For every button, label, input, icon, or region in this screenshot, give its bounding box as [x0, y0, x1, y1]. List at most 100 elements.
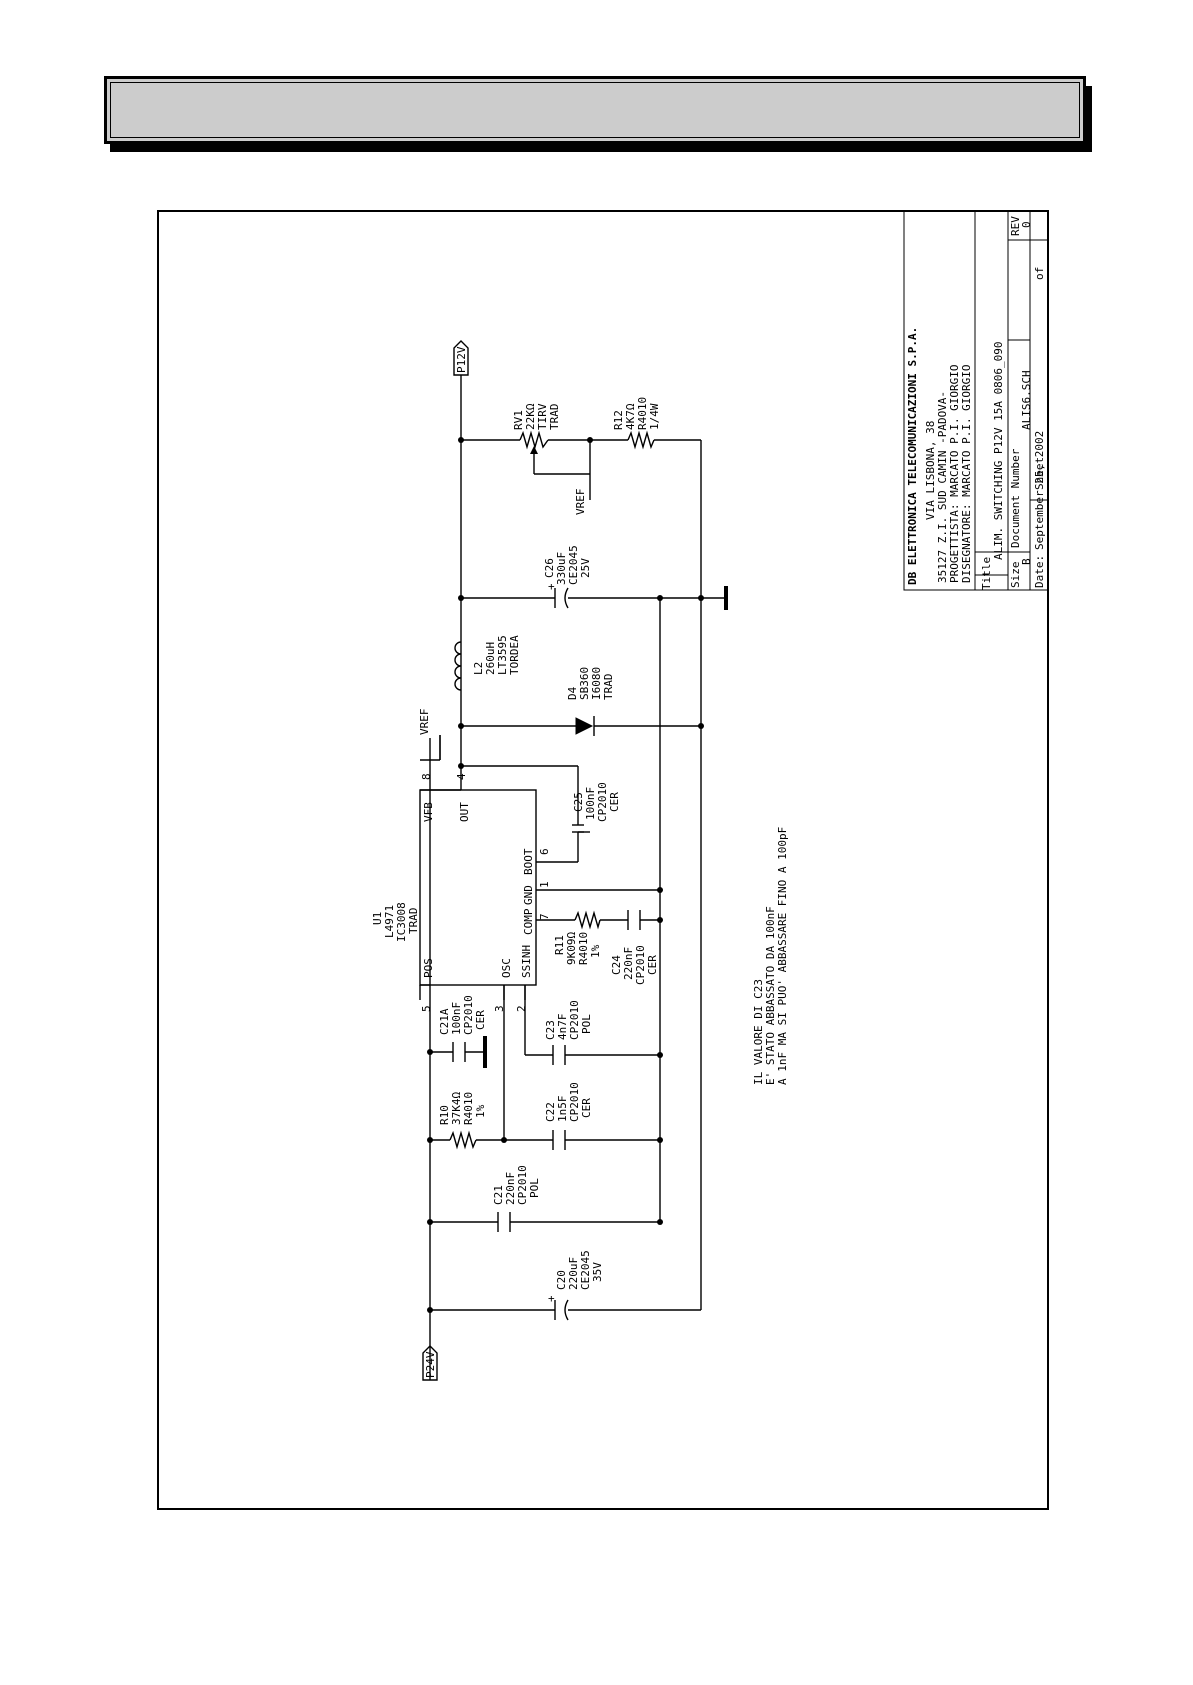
components-r10-2-label: R4010	[462, 1092, 475, 1125]
components-l2-1-label: 260uH	[484, 642, 497, 675]
ic-u1: U1 L4971 IC3008 TRAD POS OSC SSINH VFB O…	[371, 773, 551, 1012]
nets-vref_top-label: VREF	[418, 709, 431, 736]
u1-pin-comp: COMP	[522, 908, 535, 935]
components-c22-0-label: C22	[544, 1102, 557, 1122]
components-d4-3-label: TRAD	[602, 674, 615, 701]
u1-code-label: IC3008	[395, 902, 408, 942]
components-c25-0-label: C25	[572, 792, 585, 812]
resistor-r10: R10 37K4Ω R4010 1%	[438, 1092, 487, 1150]
potentiometer-rv1: RV1 22KΩ TIRV TRAD	[512, 403, 561, 454]
date-label: Date:	[1033, 555, 1046, 588]
port-p12v-label: P12V	[455, 346, 468, 373]
components-c23-2-label: CP2010	[568, 1000, 581, 1040]
note-line-2: E' STATO ABBASSATO DA 100nF	[764, 906, 777, 1085]
components-rv1-2-label: TIRV	[536, 403, 549, 430]
u1-pin-gnd: GND	[522, 885, 535, 905]
u1-n7-label: 7	[538, 913, 551, 920]
components-rv1-0-label: RV1	[512, 410, 525, 430]
components-r11-0-label: R11	[553, 935, 566, 955]
components-l2-2-label: LT3595	[496, 635, 509, 675]
components-r12-0-label: R12	[612, 410, 625, 430]
components-r11-3-label: 1%	[589, 944, 602, 958]
note-line-3: A 1nF MA SI PUO' ABBASSARE FINO A 100pF	[776, 827, 789, 1085]
components-c22-3-label: CER	[580, 1098, 593, 1118]
capacitor-c21a: C21A 100nF CP2010 CER	[438, 995, 487, 1068]
company-address-city: 35127 Z.I. SUD CAMIN -PADOVA-	[936, 391, 949, 583]
components-d4-2-label: I6080	[590, 667, 603, 700]
document-number-label: Document Number	[1009, 448, 1022, 548]
components-c24-2-label: CP2010	[634, 945, 647, 985]
header-bar	[104, 76, 1086, 144]
schematic-sheet-border	[157, 210, 1049, 1510]
port-p12v: P12V	[453, 340, 469, 376]
u1-pin_ssinh-label: SSINH	[520, 945, 533, 978]
u1-pin-boot: BOOT	[522, 848, 535, 875]
sheet-label: Sheet	[1033, 457, 1046, 490]
components-r12-3-label: 1/4W	[648, 403, 661, 430]
capacitor-c23: C23 4n7F CP2010 POL	[544, 1000, 593, 1065]
design-note: IL VALORE DI C23 E' STATO ABBASSATO DA 1…	[752, 827, 789, 1085]
size-label: Size	[1009, 562, 1022, 589]
u1-pin_osc-label: OSC	[500, 958, 513, 978]
drafter-line: DISEGNATORE: MARCATO P.I. GIORGIO	[960, 364, 973, 583]
u1-note-label: TRAD	[407, 908, 420, 935]
u1-n3-label: 3	[493, 1005, 506, 1012]
components-c20-0-label: C20	[555, 1270, 568, 1290]
components-r11-2-label: R4010	[577, 932, 590, 965]
components-c23-1-label: 4n7F	[556, 1014, 569, 1041]
components-d4-0-label: D4	[566, 686, 579, 700]
components-c21-2-label: CP2010	[516, 1165, 529, 1205]
company-address-street: VIA LISBONA, 38	[924, 421, 937, 520]
label-label: +	[548, 580, 555, 593]
diode-d4: D4 SB360 I6080 TRAD	[566, 667, 615, 736]
company-name: DB ELETTRONICA TELECOMUNICAZIONI S.P.A.	[906, 327, 919, 585]
components-rv1-1-label: 22KΩ	[524, 403, 537, 430]
net-label-vref-top: VREF	[418, 709, 441, 760]
nets-vref_rv-label: VREF	[574, 489, 587, 516]
u1-n1-label: 1	[538, 881, 551, 888]
u1-n4-label: 4	[455, 773, 468, 780]
u1-n5-label: 5	[420, 1005, 433, 1012]
components-c21-0-label: C21	[492, 1185, 505, 1205]
inductor-l2: L2 260uH LT3595 TORDEA	[454, 635, 521, 691]
title-block: DB ELETTRONICA TELECOMUNICAZIONI S.P.A. …	[903, 210, 1047, 591]
resistor-r11: R11 9K09Ω R4010 1%	[553, 910, 602, 965]
label-label: +	[548, 1292, 555, 1305]
components-r12-2-label: R4010	[636, 397, 649, 430]
components-c20-1-label: 220uF	[567, 1257, 580, 1290]
junction-dots	[427, 437, 704, 1313]
components-r11-1-label: 9K09Ω	[565, 932, 578, 965]
components-c21-3-label: POL	[528, 1178, 541, 1198]
components-c21a-1-label: 100nF	[450, 1002, 463, 1035]
components-c23-0-label: C23	[544, 1020, 557, 1040]
components-c20-3-label: 35V	[591, 1262, 604, 1282]
components-c21a-2-label: CP2010	[462, 995, 475, 1035]
title-value: ALIM. SWITCHING P12V 15A 0806_090	[992, 341, 1005, 560]
components-d4-1-label: SB360	[578, 667, 591, 700]
u1-n6-label: 6	[538, 848, 551, 855]
components-r10-3-label: 1%	[474, 1104, 487, 1118]
components-c22-1-label: 1n5F	[556, 1096, 569, 1123]
components-r10-1-label: 37K4Ω	[450, 1092, 463, 1125]
u1-pin_vfb-label: VFB	[422, 802, 435, 822]
components-c26-1-label: 330uF	[555, 552, 568, 585]
capacitor-c21: C21 220nF CP2010 POL	[492, 1165, 541, 1232]
components-l2-0-label: L2	[472, 662, 485, 675]
capacitor-c20: + C20 220uF CE2045 35V	[548, 1250, 604, 1321]
u1-n8-label: 8	[420, 773, 433, 780]
components-c21a-0-label: C21A	[438, 1008, 451, 1035]
components-c24-0-label: C24	[610, 955, 623, 975]
capacitor-c22: C22 1n5F CP2010 CER	[544, 1082, 593, 1150]
components-c23-3-label: POL	[580, 1014, 593, 1034]
components-c25-3-label: CER	[608, 792, 621, 812]
port-p24v: P24V	[422, 1345, 438, 1381]
components-r10-0-label: R10	[438, 1105, 451, 1125]
sheet-of-label: of	[1033, 267, 1046, 280]
components-c24-3-label: CER	[646, 955, 659, 975]
components-r12-1-label: 4K7Ω	[624, 403, 637, 430]
u1-pin_pos-label: POS	[422, 958, 435, 978]
components-l2-3-label: TORDEA	[508, 635, 521, 675]
components-c24-1-label: 220nF	[622, 947, 635, 980]
u1-ref-label: U1	[371, 912, 384, 925]
components-c25-1-label: 100nF	[584, 787, 597, 820]
